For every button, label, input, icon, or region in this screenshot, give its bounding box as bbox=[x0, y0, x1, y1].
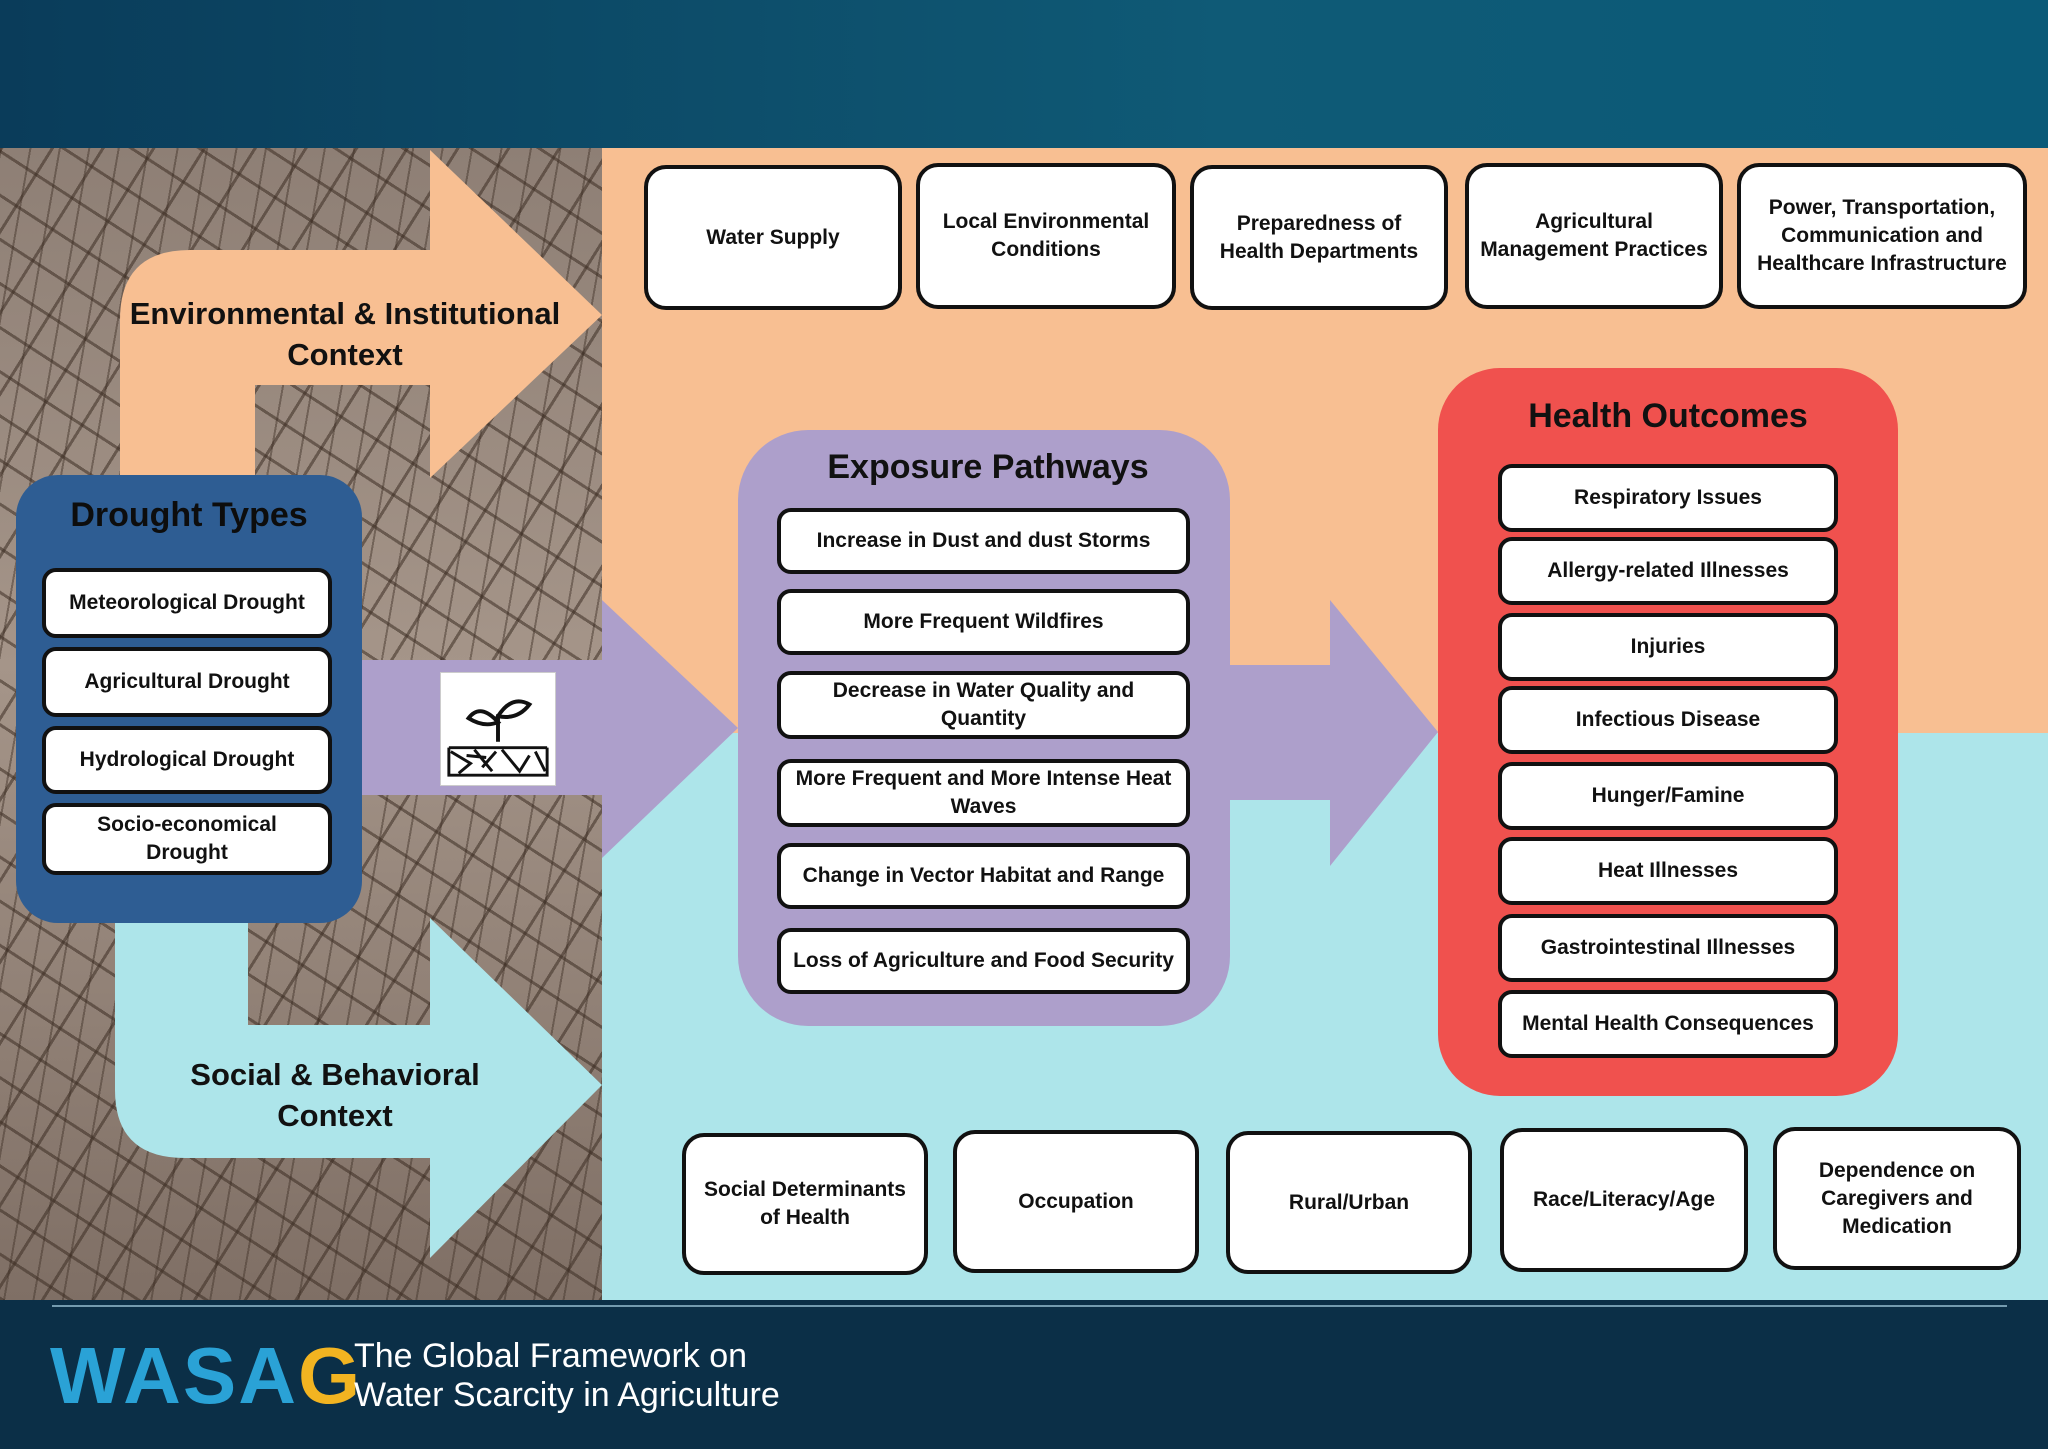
header-band bbox=[0, 0, 2048, 148]
health-outcome-item: Respiratory Issues bbox=[1498, 464, 1838, 532]
exposure-pathway-item: More Frequent and More Intense Heat Wave… bbox=[777, 759, 1190, 827]
env-factor-agricultural-practices: Agricultural Management Practices bbox=[1465, 163, 1723, 309]
social-factor-rural-urban: Rural/Urban bbox=[1226, 1131, 1472, 1274]
environmental-context-arrow bbox=[120, 150, 602, 478]
env-factor-preparedness: Preparedness of Health Departments bbox=[1190, 165, 1448, 310]
health-outcome-item: Allergy-related Illnesses bbox=[1498, 537, 1838, 605]
health-outcome-item: Infectious Disease bbox=[1498, 686, 1838, 754]
plant-soil-icon bbox=[440, 672, 556, 786]
social-factor-determinants: Social Determinants of Health bbox=[682, 1133, 928, 1275]
exposure-pathways-title: Exposure Pathways bbox=[827, 448, 1149, 486]
exposure-pathway-item: Change in Vector Habitat and Range bbox=[777, 843, 1190, 909]
drought-type-item: Agricultural Drought bbox=[42, 647, 332, 717]
social-context-arrow bbox=[115, 918, 602, 1258]
drought-type-item: Socio-economical Drought bbox=[42, 803, 332, 875]
social-factor-occupation: Occupation bbox=[953, 1130, 1199, 1273]
exposure-pathway-item: Increase in Dust and dust Storms bbox=[777, 508, 1190, 574]
logo-text-blue: WASA bbox=[50, 1331, 298, 1420]
exposure-pathway-item: More Frequent Wildfires bbox=[777, 589, 1190, 655]
env-factor-infrastructure: Power, Transportation, Communication and… bbox=[1737, 163, 2027, 309]
health-outcome-item: Hunger/Famine bbox=[1498, 762, 1838, 830]
health-outcome-item: Gastrointestinal Illnesses bbox=[1498, 914, 1838, 982]
wasag-logo: WASAG bbox=[50, 1334, 362, 1418]
footer-divider bbox=[52, 1305, 2007, 1307]
env-factor-water-supply: Water Supply bbox=[644, 165, 902, 310]
social-factor-race-literacy-age: Race/Literacy/Age bbox=[1500, 1128, 1748, 1272]
env-factor-local-conditions: Local Environmental Conditions bbox=[916, 163, 1176, 309]
logo-text-gold: G bbox=[298, 1331, 363, 1420]
drought-type-item: Meteorological Drought bbox=[42, 568, 332, 638]
social-factor-dependence: Dependence on Caregivers and Medication bbox=[1773, 1127, 2021, 1270]
health-outcome-item: Injuries bbox=[1498, 613, 1838, 681]
health-outcome-item: Mental Health Consequences bbox=[1498, 990, 1838, 1058]
tagline-line1: The Global Framework on bbox=[354, 1337, 748, 1375]
environmental-context-label: Environmental & Institutional Context bbox=[129, 296, 561, 372]
footer-band bbox=[0, 1300, 2048, 1449]
drought-type-item: Hydrological Drought bbox=[42, 726, 332, 794]
exposure-pathway-item: Loss of Agriculture and Food Security bbox=[777, 928, 1190, 994]
social-context-label: Social & Behavioral Context bbox=[190, 1057, 480, 1133]
exposure-pathway-item: Decrease in Water Quality and Quantity bbox=[777, 671, 1190, 739]
drought-types-title: Drought Types bbox=[70, 496, 308, 534]
health-outcomes-title: Health Outcomes bbox=[1528, 397, 1808, 435]
tagline-line2: Water Scarcity in Agriculture bbox=[354, 1376, 780, 1414]
health-outcome-item: Heat Illnesses bbox=[1498, 837, 1838, 905]
exposure-to-health-arrow bbox=[1230, 600, 1438, 866]
